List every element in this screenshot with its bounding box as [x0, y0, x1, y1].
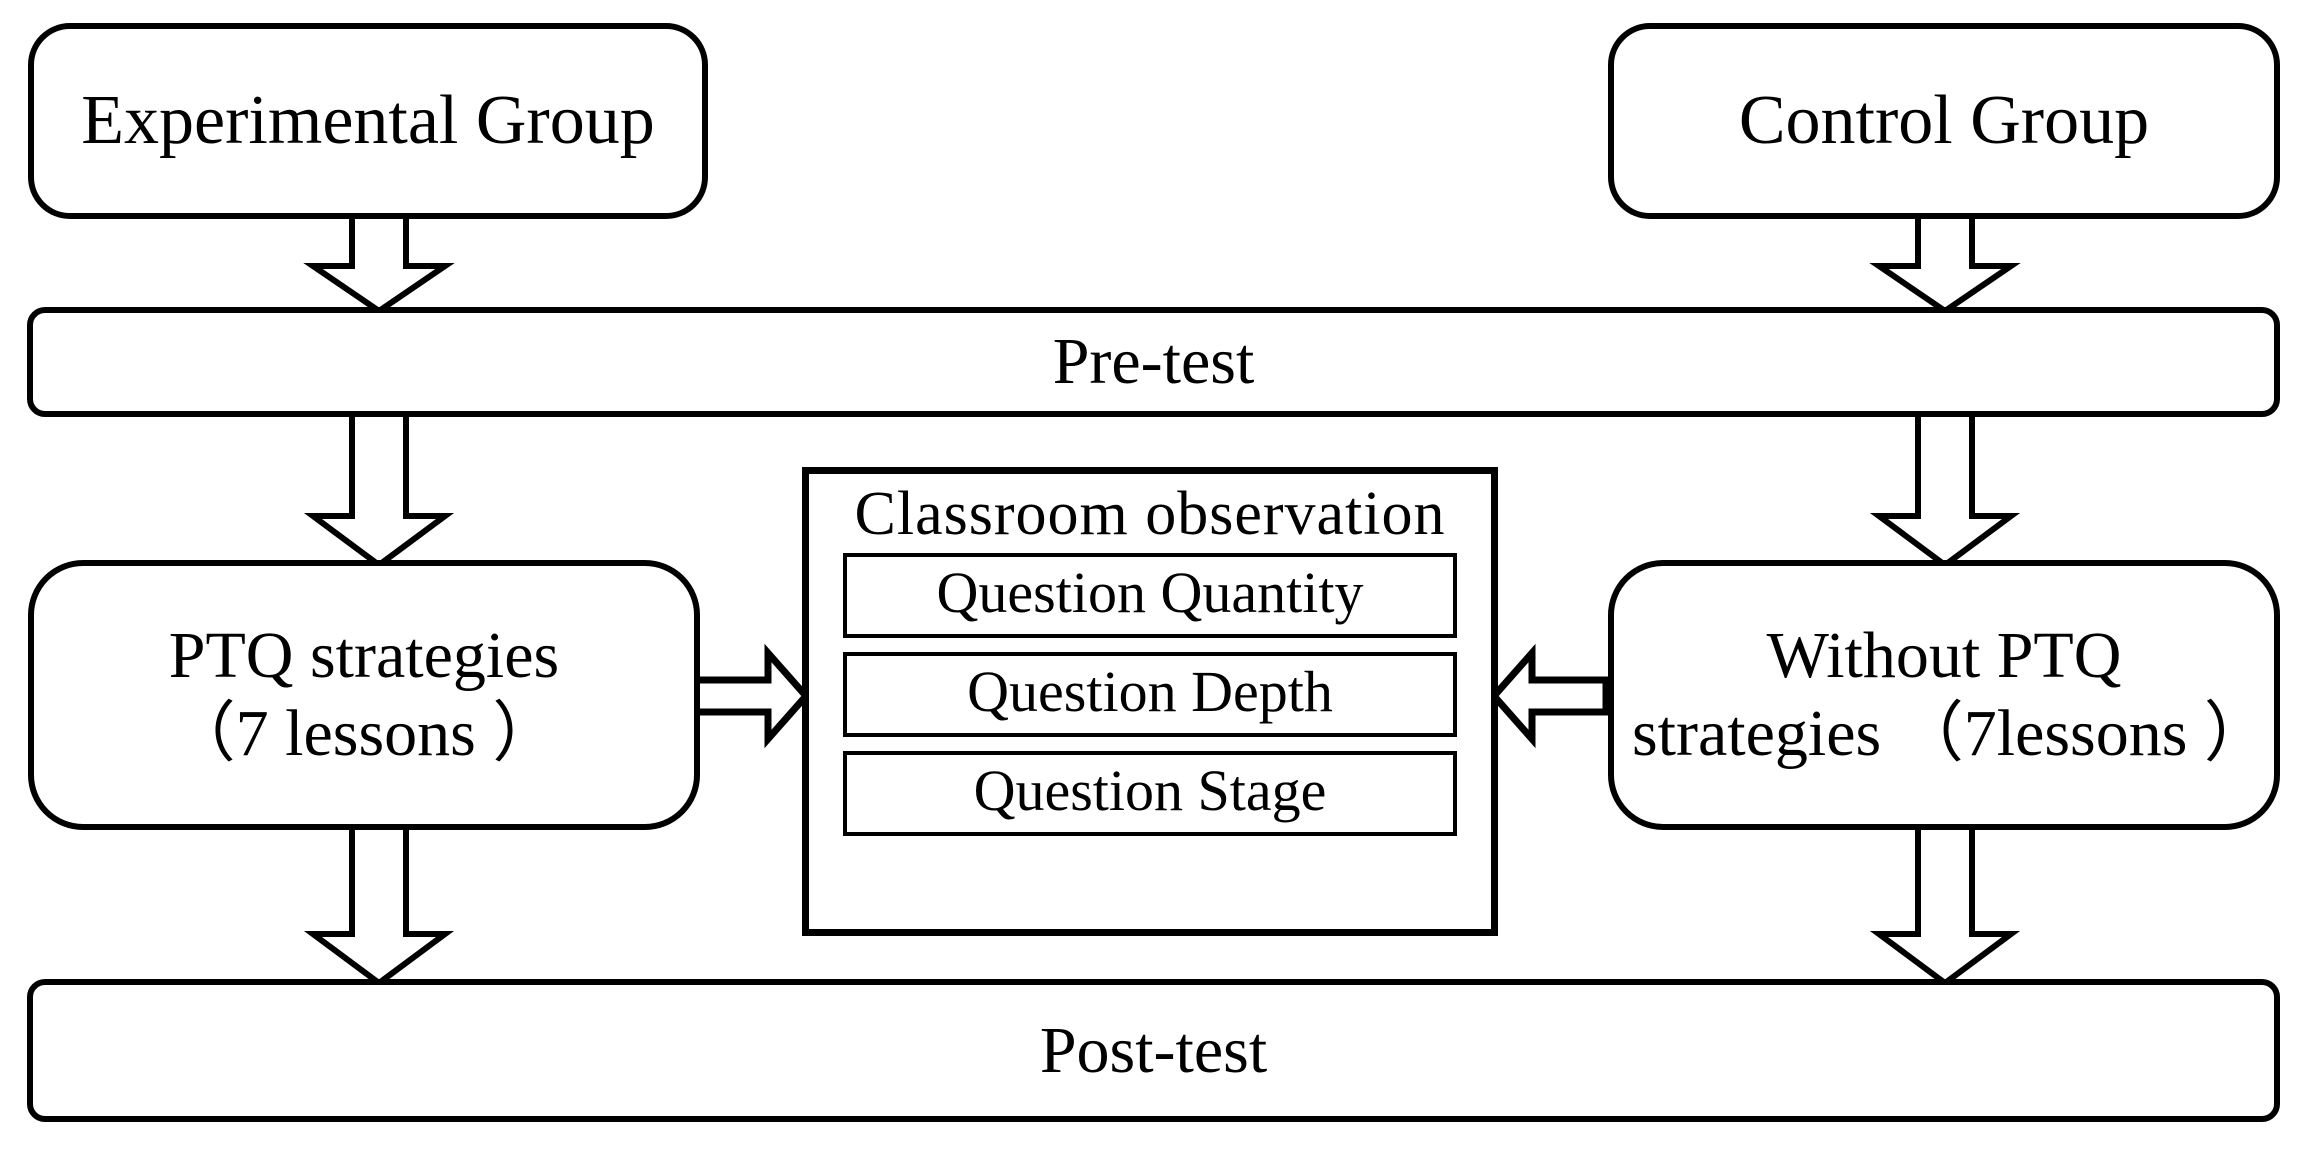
node-post-test: Post-test: [27, 979, 2280, 1122]
observation-item-question-quantity: Question Quantity: [843, 553, 1457, 639]
arrow-experimental-group-to-pre-test: [303, 211, 455, 315]
node-experimental-group: Experimental Group: [28, 23, 708, 219]
arrow-without-ptq-strategies-to-classroom-observation: [1489, 643, 1610, 749]
observation-item-question-stage: Question Stage: [843, 751, 1457, 836]
arrow-ptq-strategies-to-classroom-observation: [690, 643, 811, 749]
arrow-ptq-strategies-to-post-test: [303, 821, 455, 987]
classroom-observation-item-list: Question Quantity Question Depth Questio…: [809, 553, 1491, 852]
arrow-pre-test-to-without-ptq-strategies: [1869, 409, 2021, 569]
node-pre-test: Pre-test: [27, 307, 2280, 417]
classroom-observation-panel: Classroom observation Question Quantity …: [802, 467, 1498, 936]
node-control-group: Control Group: [1608, 23, 2280, 219]
node-experimental-group-label: Experimental Group: [81, 81, 655, 159]
classroom-observation-title: Classroom observation: [854, 480, 1446, 548]
node-control-group-label: Control Group: [1738, 81, 2150, 159]
node-pre-test-label: Pre-test: [1052, 325, 1255, 399]
arrow-control-group-to-pre-test: [1869, 211, 2021, 315]
observation-item-question-depth: Question Depth: [843, 652, 1457, 737]
arrow-without-ptq-strategies-to-post-test: [1869, 821, 2021, 987]
node-post-test-label: Post-test: [1039, 1013, 1268, 1087]
node-ptq-strategies: PTQ strategies （7 lessons ）: [28, 560, 700, 830]
node-without-ptq-strategies: Without PTQ strategies （7lessons ）: [1608, 560, 2280, 830]
arrow-pre-test-to-ptq-strategies: [303, 409, 455, 569]
node-ptq-strategies-label: PTQ strategies （7 lessons ）: [168, 619, 560, 770]
node-without-ptq-strategies-label: Without PTQ strategies （7lessons ）: [1632, 619, 2270, 770]
